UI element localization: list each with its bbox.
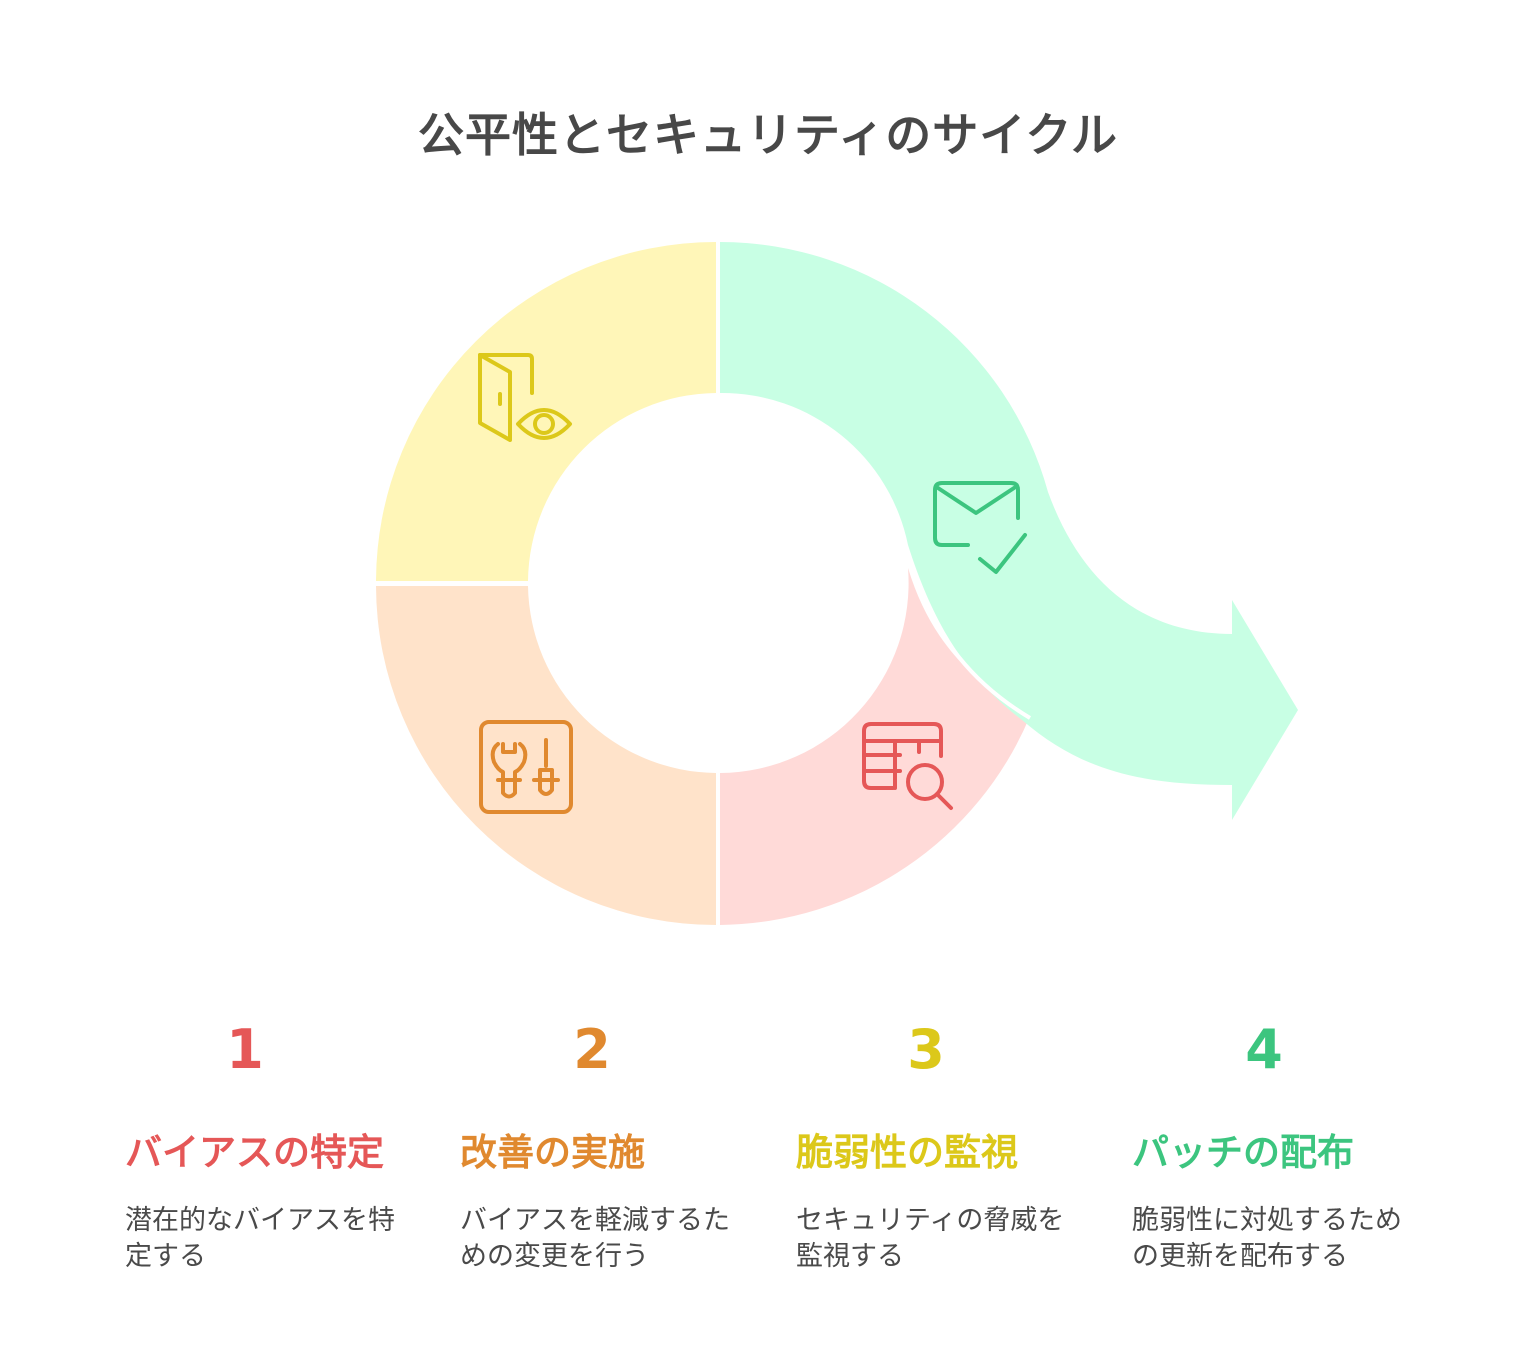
door-eye-icon (478, 353, 572, 442)
mail-check-icon (933, 481, 1027, 574)
step-number: 2 (573, 1018, 611, 1081)
step-description: 潜在的なバイアスを特定する (125, 1205, 395, 1272)
step-description: バイアスを軽減するための変更を行う (460, 1205, 730, 1272)
segment-red (720, 568, 1030, 925)
page-title: 公平性とセキュリティのサイクル (418, 108, 1118, 162)
step-label: 改善の実施 (460, 1131, 645, 1174)
step-number: 3 (907, 1018, 945, 1081)
step-label: パッチの配布 (1132, 1131, 1354, 1174)
tools-icon (479, 720, 573, 814)
segment-green-arrow (720, 241, 1298, 820)
step-label: バイアスの特定 (125, 1131, 384, 1174)
step-description: 脆弱性に対処するための更新を配布する (1132, 1205, 1402, 1272)
step-label: 脆弱性の監視 (796, 1131, 1018, 1174)
step-number: 1 (226, 1018, 264, 1081)
step-number: 4 (1245, 1018, 1283, 1081)
cycle-diagram (376, 241, 1298, 925)
table-search-icon (862, 722, 953, 810)
step-description: セキュリティの脅威を監視する (796, 1205, 1065, 1272)
